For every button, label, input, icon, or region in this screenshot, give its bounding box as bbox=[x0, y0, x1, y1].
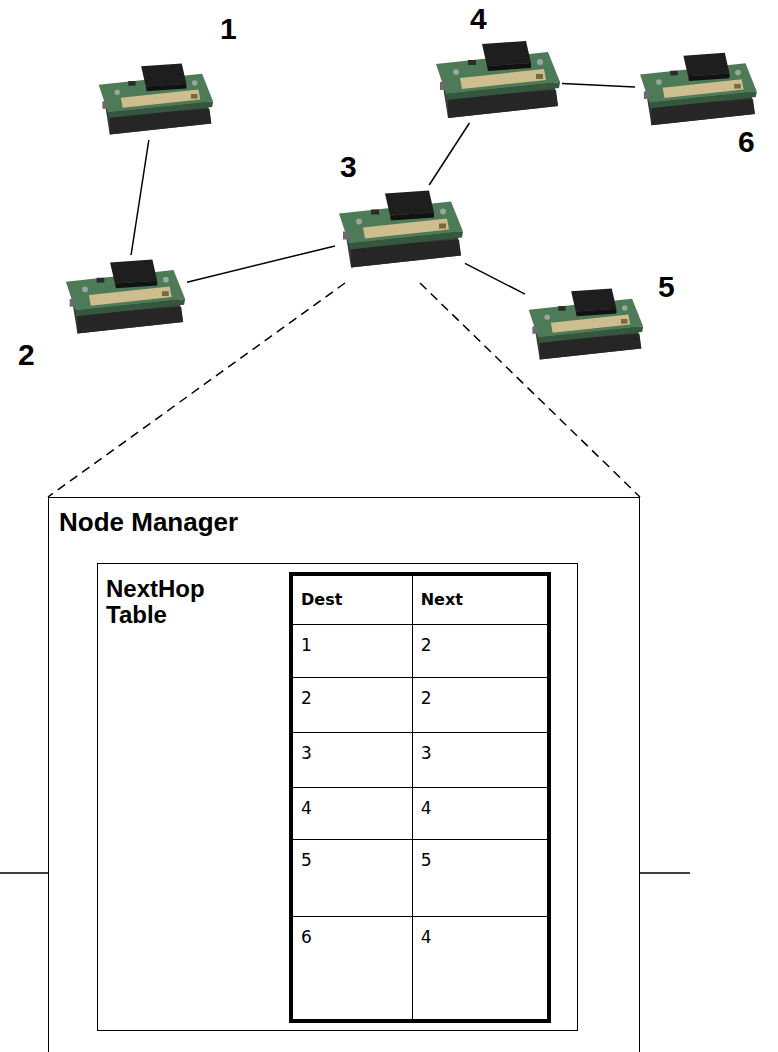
cell-text: 3 bbox=[301, 743, 312, 763]
table-row: 22 bbox=[291, 677, 549, 732]
radio-link bbox=[187, 246, 335, 282]
node-number: 3 bbox=[340, 150, 357, 184]
node-number: 5 bbox=[658, 270, 675, 304]
cell-text: Dest bbox=[301, 590, 342, 609]
sensor-mote: 2 bbox=[62, 255, 187, 340]
cell-text: 5 bbox=[301, 850, 312, 870]
wire-stub bbox=[640, 872, 690, 874]
table-header-cell: Dest bbox=[291, 574, 412, 624]
table-cell: 4 bbox=[412, 916, 549, 1021]
zoom-line bbox=[48, 283, 345, 497]
cell-text: 6 bbox=[301, 927, 312, 947]
mote-picture bbox=[66, 260, 185, 334]
mote-picture bbox=[339, 191, 463, 268]
cell-text: 5 bbox=[421, 850, 432, 870]
table-cell: 4 bbox=[412, 787, 549, 839]
table-cell: 1 bbox=[291, 624, 412, 677]
table-cell: 2 bbox=[291, 677, 412, 732]
cell-text: 1 bbox=[301, 635, 312, 655]
table-box: NextHop TableDestNext122233445564 bbox=[97, 563, 578, 1031]
node-number: 1 bbox=[220, 12, 237, 46]
sensor-mote: 1 bbox=[95, 60, 215, 140]
table-header-cell: Next bbox=[412, 574, 549, 624]
node-number: 4 bbox=[470, 2, 487, 36]
table-row: 55 bbox=[291, 839, 549, 916]
table-cell: 6 bbox=[291, 916, 412, 1021]
box-title: Node Manager bbox=[49, 498, 469, 547]
table-cell: 5 bbox=[291, 839, 412, 916]
table-row: 12 bbox=[291, 624, 549, 677]
manager-box: Node ManagerNextHop TableDestNext1222334… bbox=[48, 497, 640, 1052]
radio-link bbox=[465, 263, 525, 294]
cell-text: 2 bbox=[301, 688, 312, 708]
cell-text: 2 bbox=[421, 688, 432, 708]
table-cell: 4 bbox=[291, 787, 412, 839]
cell-text: 2 bbox=[421, 635, 432, 655]
table-row: Dest Next bbox=[291, 574, 549, 624]
table-cell: 2 bbox=[412, 677, 549, 732]
table-cell: 5 bbox=[412, 839, 549, 916]
radio-link bbox=[562, 84, 635, 87]
mote-picture bbox=[436, 41, 560, 118]
node-number: 2 bbox=[18, 338, 35, 372]
table-cell: 2 bbox=[412, 624, 549, 677]
mote-picture bbox=[99, 64, 213, 135]
sensor-mote: 4 bbox=[432, 38, 562, 123]
box-title: NextHop Table bbox=[98, 564, 264, 640]
nexthop-table: DestNext122233445564 bbox=[289, 572, 551, 1023]
cell-text: 3 bbox=[421, 743, 432, 763]
table-row: 33 bbox=[291, 732, 549, 787]
mote-picture bbox=[640, 53, 757, 125]
table-cell: 3 bbox=[412, 732, 549, 787]
radio-link bbox=[429, 123, 469, 185]
mote-picture bbox=[529, 289, 643, 360]
table-row: 44 bbox=[291, 787, 549, 839]
sensor-mote: 3 bbox=[335, 185, 465, 275]
table-row: 64 bbox=[291, 916, 549, 1021]
wire-stub bbox=[0, 872, 48, 874]
cell-text: 4 bbox=[421, 927, 432, 947]
zoom-line bbox=[420, 283, 640, 497]
sensor-mote: 6 bbox=[635, 50, 760, 130]
cell-text: 4 bbox=[421, 798, 432, 818]
radio-link bbox=[131, 140, 149, 255]
sensor-mote: 5 bbox=[525, 285, 645, 365]
table-cell: 3 bbox=[291, 732, 412, 787]
cell-text: Next bbox=[421, 590, 463, 609]
node-number: 6 bbox=[738, 125, 755, 159]
cell-text: 4 bbox=[301, 798, 312, 818]
